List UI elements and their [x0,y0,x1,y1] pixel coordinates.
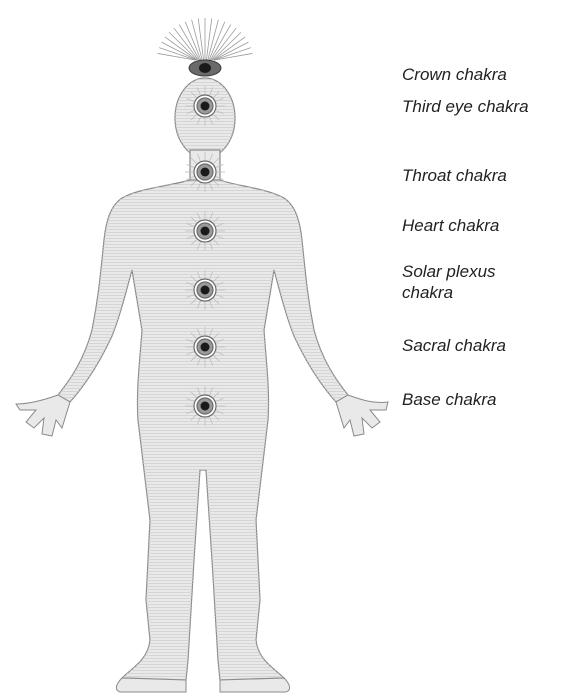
left-foot [116,678,186,692]
solar-plexus-chakra-marker [185,270,225,310]
crown-ray [185,22,201,60]
left-hand [16,395,70,436]
crown-rays [158,18,253,60]
chakra-label-sacral: Sacral chakra [402,335,562,356]
sacral-chakra-marker [185,327,225,367]
base-chakra-marker [185,386,225,426]
chakra-label-throat: Throat chakra [402,165,562,186]
chakra-label-heart: Heart chakra [402,215,562,236]
crown-chakra-marker [189,60,221,76]
crown-ray [209,22,225,60]
third-eye-chakra-marker [185,86,225,126]
right-hand [336,395,388,436]
body-figure [0,0,400,695]
right-foot [220,678,290,692]
crown-ray [213,37,245,60]
chakra-label-base: Base chakra [402,389,562,410]
heart-chakra-marker [185,211,225,251]
chakra-label-crown: Crown chakra [402,64,562,85]
chakra-label-third-eye: Third eye chakra [402,96,562,117]
crown-ray [165,37,197,60]
chakra-label-solar-plexus: Solar plexus chakra [402,261,562,303]
throat-chakra-marker [185,152,225,192]
